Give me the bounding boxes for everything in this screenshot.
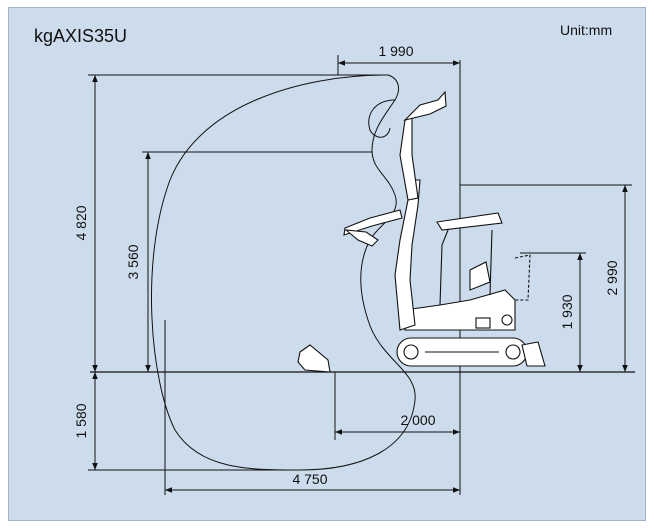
model-title: kgAXIS35U (34, 26, 128, 46)
dim-text-3560: 3 560 (125, 244, 141, 279)
dump-arc (368, 99, 396, 138)
dim-text-1930: 1 930 (559, 294, 575, 329)
dim-text-1990: 1 990 (378, 43, 413, 59)
dim-text-1580: 1 580 (73, 403, 89, 438)
unit-label: Unit:mm (560, 22, 613, 38)
dim-text-2000: 2 000 (400, 412, 435, 428)
dim-text-4750: 4 750 (292, 471, 327, 487)
excavator-illustration (297, 90, 546, 373)
dim-text-4820: 4 820 (73, 205, 89, 240)
dim-text-2990: 2 990 (604, 260, 620, 295)
working-range-envelope (151, 74, 416, 471)
diagram-panel (8, 7, 646, 521)
